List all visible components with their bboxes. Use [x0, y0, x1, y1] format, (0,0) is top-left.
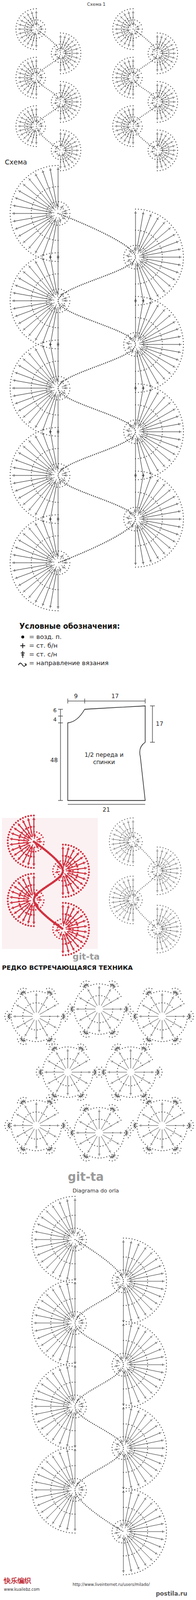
page: Схема 1СхемаУсловные обозначения:9176417… [0, 0, 196, 1597]
